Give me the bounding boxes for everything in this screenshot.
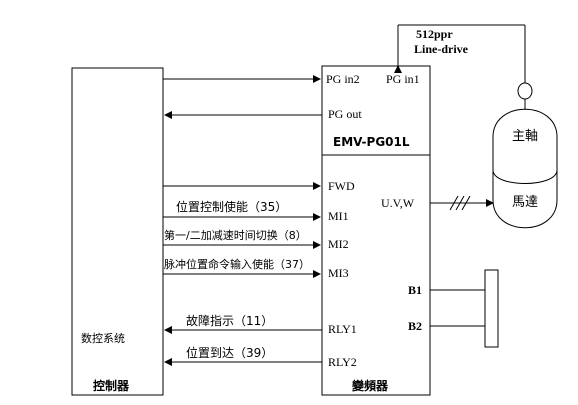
motor-label: 馬達 <box>512 195 539 210</box>
fwd-terminal-label: FWD <box>328 179 355 193</box>
rly2-terminal-label: RLY2 <box>328 355 357 369</box>
uvw-terminal-label: U.V,W <box>381 196 415 210</box>
fault-signal-label: 故障指示（11） <box>186 314 274 328</box>
pg-in1-terminal-label: PG in1 <box>386 72 420 86</box>
inverter-name-label: 變頻器 <box>352 379 389 393</box>
b2-terminal-label: B2 <box>408 319 423 333</box>
inverter-box <box>321 65 431 396</box>
motor-drum <box>492 108 558 229</box>
encoder-knob <box>517 82 533 100</box>
inverter-model-label: EMV-PG01L <box>333 135 410 149</box>
pg-out-terminal-label: PG out <box>328 107 362 121</box>
motor-drum-middle-curve <box>492 169 558 184</box>
rly1-terminal-label: RLY1 <box>328 322 357 336</box>
encoder-type-label: Line-drive <box>414 42 468 56</box>
position-enable-signal-label: 位置控制使能（35） <box>176 200 288 214</box>
encoder-resolution-label: 512ppr <box>416 27 453 41</box>
pg-in2-terminal-label: PG in2 <box>326 72 360 86</box>
mi1-terminal-label: MI1 <box>328 209 349 223</box>
controller-system-label: 数控系统 <box>81 332 125 345</box>
uvw-slash-3 <box>461 195 471 211</box>
uvw-slash-1 <box>449 195 459 211</box>
mi3-terminal-label: MI3 <box>328 266 349 280</box>
controller-box <box>71 67 164 396</box>
spindle-label: 主軸 <box>512 129 539 144</box>
position-reached-signal-label: 位置到达（39） <box>186 346 274 360</box>
mi2-terminal-label: MI2 <box>328 237 349 251</box>
pulse-input-enable-signal-label: 脉冲位置命令输入使能（37） <box>164 258 310 271</box>
brake-resistor <box>484 269 499 348</box>
accel-switch-signal-label: 第一/二加减速时间切换（8） <box>164 229 307 242</box>
controller-name-label: 控制器 <box>93 379 130 393</box>
b1-terminal-label: B1 <box>408 283 423 297</box>
uvw-slash-2 <box>455 195 465 211</box>
